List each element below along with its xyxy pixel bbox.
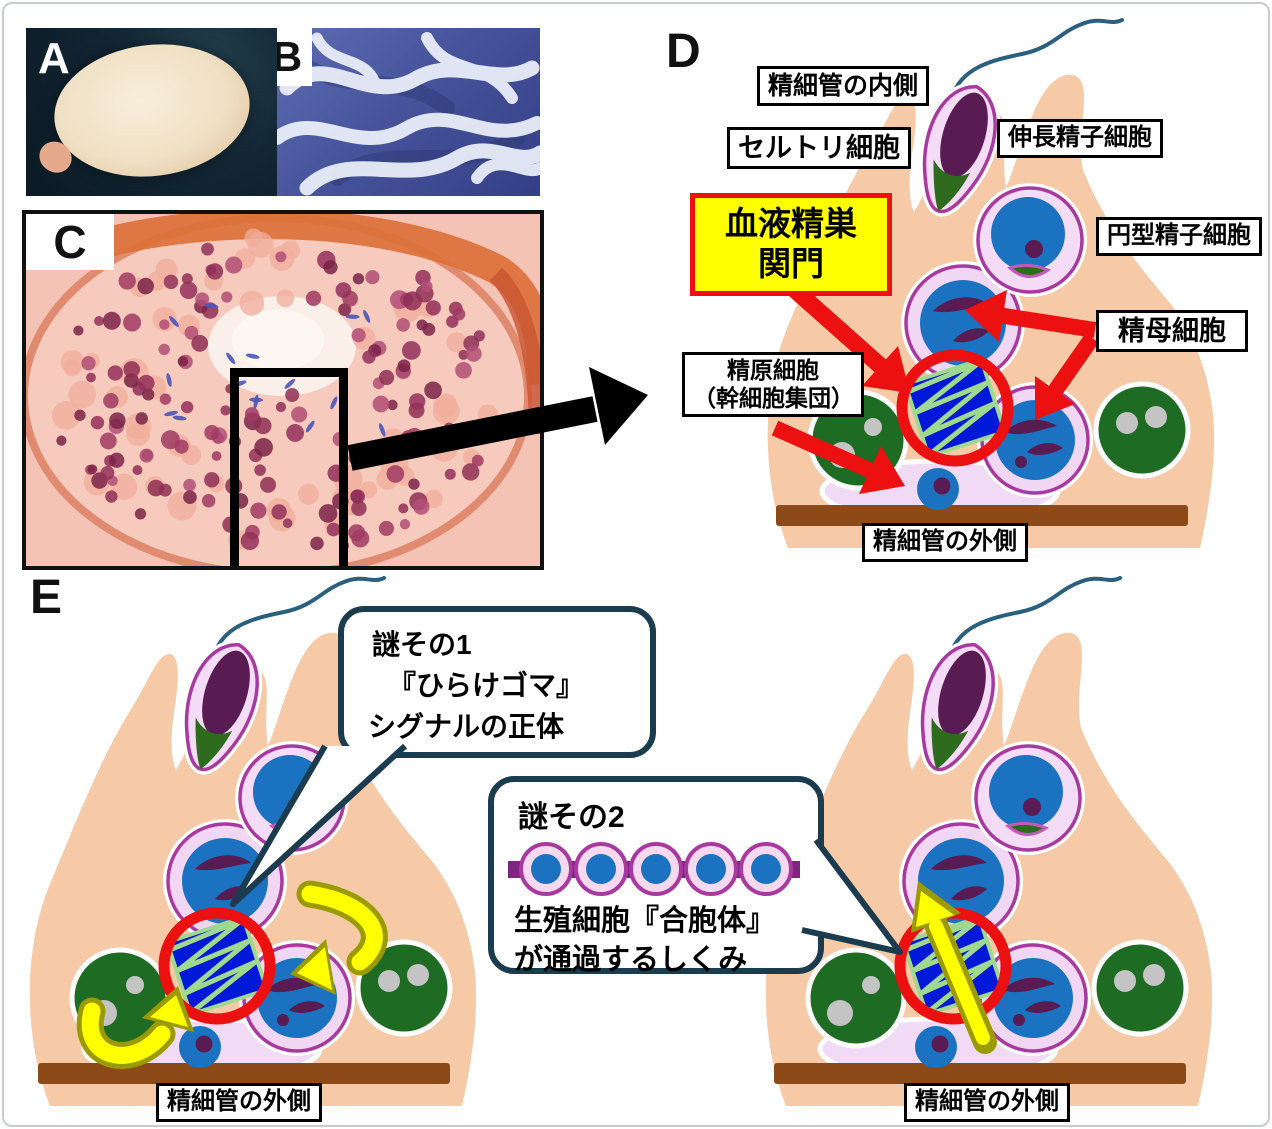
label-sertoli-cell: セルトリ細胞 bbox=[727, 127, 911, 169]
label-blood-testis-barrier: 血液精巣 関門 bbox=[690, 193, 892, 296]
panel-c-letter-box: C bbox=[26, 214, 114, 270]
mystery-2-bubble: 謎その2 生殖細胞『合胞体』 が通過するしくみ bbox=[488, 776, 824, 974]
bubble1-line1: 謎その1 bbox=[372, 624, 650, 665]
tubules-illustration bbox=[277, 28, 540, 196]
panel-d-letter: D bbox=[666, 24, 701, 79]
label-outside-tubule-d: 精細管の外側 bbox=[862, 523, 1028, 562]
bubble1-tail bbox=[225, 744, 435, 919]
label-elongating-spermatid: 伸長精子細胞 bbox=[997, 119, 1163, 158]
label-outside-tubule-e-right: 精細管の外側 bbox=[904, 1083, 1070, 1122]
label-outside-tubule-e-left: 精細管の外側 bbox=[156, 1083, 322, 1122]
syncytium-illustration bbox=[508, 838, 808, 900]
highlight-box bbox=[230, 368, 348, 570]
panel-a-letter: A bbox=[38, 34, 70, 84]
bubble2-title: 謎その2 bbox=[494, 782, 818, 836]
panel-b-tubules-photo: B bbox=[277, 28, 540, 196]
label-spermatocyte: 精母細胞 bbox=[1096, 310, 1248, 352]
panel-c-letter: C bbox=[53, 215, 86, 269]
label-spermatogonia: 精原細胞 （幹細胞集団） bbox=[682, 352, 864, 417]
black-arrow bbox=[340, 365, 670, 485]
mystery-1-bubble: 謎その1 『ひらけゴマ』 シグナルの正体 bbox=[338, 606, 656, 758]
bubble2-tail bbox=[800, 838, 920, 963]
bubble2-line1: 生殖細胞『合胞体』 bbox=[514, 902, 818, 941]
label-inside-tubule: 精細管の内側 bbox=[757, 66, 929, 106]
bubble1-line2: 『ひらけゴマ』 bbox=[388, 665, 650, 706]
panel-b-letter: B bbox=[277, 33, 302, 81]
panel-b-letter-box: B bbox=[277, 28, 312, 86]
label-round-spermatid: 円型精子細胞 bbox=[1096, 217, 1262, 256]
panel-a-testis-photo: A bbox=[26, 28, 277, 196]
bubble1-line3: シグナルの正体 bbox=[368, 706, 650, 747]
testis-photo-ellipse bbox=[46, 33, 256, 187]
bubble2-line2: が通過するしくみ bbox=[514, 941, 818, 980]
